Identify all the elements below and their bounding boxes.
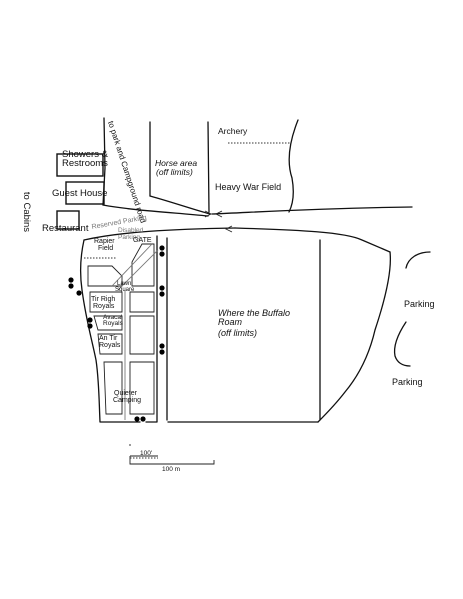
archery-label: Archery: [218, 126, 248, 136]
showers-building: [56, 153, 104, 177]
marker-dot: [134, 416, 140, 422]
heavy-war-east-edge: [288, 119, 299, 213]
parking-bottom-label: Parking: [392, 377, 423, 387]
an-tir-label-2: Royals: [99, 342, 121, 349]
quieter-camping-label-2: Camping: [113, 397, 141, 404]
buffalo-east-edge: [317, 251, 391, 423]
scale-metric-bar: [129, 456, 215, 465]
parking-bottom-curve: [393, 321, 411, 367]
scale-feet-label: 100': [140, 450, 152, 457]
buffalo-top-edge: [234, 227, 391, 253]
scale-metric-label: 100 m: [162, 466, 180, 473]
heavy-war-field-label: Heavy War Field: [215, 182, 281, 192]
camp-block-quiet-2: [129, 361, 155, 415]
diagonal-lane-1: [111, 243, 153, 287]
camp-block-1: [87, 265, 123, 287]
toilet-markers: [68, 245, 165, 422]
camp-block-east-2: [129, 315, 155, 355]
marker-dot: [140, 416, 146, 422]
camp-west-edge: [80, 239, 141, 423]
buffalo-label-1: Where the Buffalo: [218, 308, 290, 318]
marker-dot: [159, 291, 165, 297]
disabled-parking-label-1: Disabled: [118, 227, 144, 234]
marker-dot: [159, 343, 165, 349]
north-road-left: [102, 117, 106, 206]
main-road-join: [102, 204, 209, 217]
restaurant-building: [56, 210, 80, 230]
rapier-field-label-1: Rapier: [94, 238, 115, 245]
road-arrow-1: [204, 210, 213, 218]
camp-block-an-tir: [97, 333, 123, 355]
main-road-south-edge: [83, 227, 236, 241]
parking-top-curve: [405, 251, 431, 269]
gate-label: GATE: [133, 237, 152, 244]
main-road-upper: [149, 195, 211, 215]
guest-house-label: Guest House: [52, 188, 107, 199]
marker-dot: [159, 349, 165, 355]
disabled-parking-label-2: Parking: [118, 234, 140, 241]
camp-block-quiet-1: [103, 361, 123, 415]
marker-dot: [87, 323, 93, 329]
showers-label: Showers &: [62, 149, 109, 160]
camp-block-tir-righ: [89, 291, 123, 313]
camp-block-avacal: [93, 315, 123, 331]
to-cabins-label: to Cabins: [21, 192, 32, 232]
tir-righ-label-2: Royals: [93, 303, 115, 310]
marker-dot: [87, 317, 93, 323]
marker-dot: [68, 277, 74, 283]
avacal-label-1: Avacal: [103, 314, 123, 321]
buffalo-off-limits: (off limits): [218, 328, 257, 338]
lawn-square-label-2: Square: [115, 287, 135, 293]
avacal-label-2: Royals: [103, 320, 124, 327]
horse-area-east-line: [207, 121, 210, 213]
tir-righ-label-1: Tir Righ: [91, 296, 115, 303]
road-arrow-3: [224, 225, 233, 233]
marker-dot: [68, 283, 74, 289]
restaurant-label: Restaurant: [42, 223, 89, 234]
map-labels: to Cabins Showers & Restrooms Guest Hous…: [21, 120, 435, 404]
road-arrow-2: [214, 210, 223, 218]
main-road-north-edge: [211, 206, 413, 215]
horse-area-off-limits: (off limits): [156, 167, 193, 177]
marker-dot: [159, 285, 165, 291]
diagonal-lane-2: [117, 249, 159, 291]
quieter-camping-label-1: Quieter: [114, 390, 138, 397]
marker-dot: [76, 290, 82, 296]
parking-top-label: Parking: [404, 299, 435, 309]
an-tir-label-1: An Tir: [99, 335, 118, 342]
camp-block-east-1: [129, 291, 155, 313]
horse-area-label: Horse area: [155, 158, 197, 168]
buffalo-label-2: Roam: [218, 317, 243, 327]
marker-dot: [159, 245, 165, 251]
rapier-field-label-2: Field: [98, 245, 113, 252]
camp-east-edge: [145, 235, 158, 423]
lawn-square-label-1: Lawn: [117, 281, 131, 287]
marker-dot: [159, 251, 165, 257]
roads-and-fields: [80, 117, 431, 423]
scale-bar: 100' 100 m: [129, 444, 215, 473]
restrooms-label: Restrooms: [62, 158, 108, 169]
